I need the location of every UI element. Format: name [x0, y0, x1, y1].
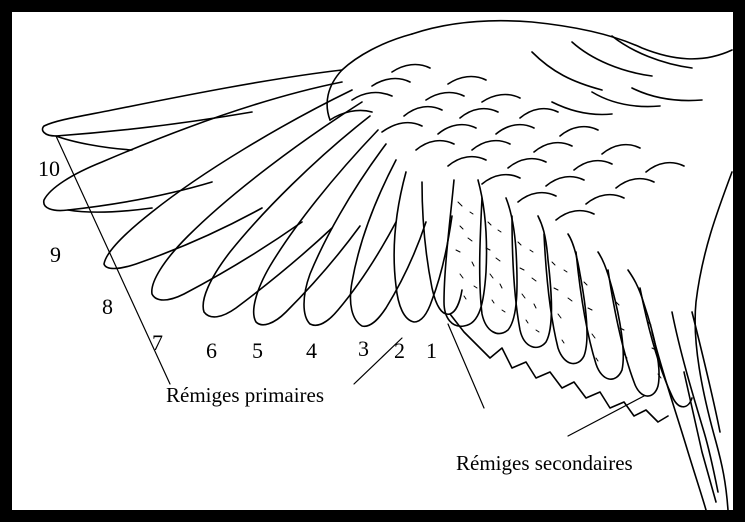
primary-feather-3 [350, 160, 426, 326]
feather-number: 2 [394, 338, 405, 363]
wing-drawing: 10 9 8 7 6 5 4 3 2 1 Rémiges primaires R… [12, 12, 733, 510]
secondary-feather [640, 288, 692, 407]
feather-number: 3 [358, 336, 369, 361]
feather-number: 9 [50, 242, 61, 267]
secondary-feather [512, 216, 552, 347]
secondaries-label: Rémiges secondaires [456, 451, 633, 475]
primaries-label: Rémiges primaires [166, 383, 324, 407]
primary-feather-7 [152, 102, 362, 300]
feather-number: 4 [306, 338, 317, 363]
feather-number: 6 [206, 338, 217, 363]
wing-outline [43, 21, 733, 510]
leader-line-secondaries-1 [448, 324, 484, 408]
primary-feather-1 [422, 182, 462, 314]
primary-feather-5 [254, 130, 378, 325]
wing-diagram: 10 9 8 7 6 5 4 3 2 1 Rémiges primaires R… [12, 12, 733, 510]
primary-feather-6 [203, 116, 370, 317]
feather-number: 1 [426, 338, 437, 363]
feather-numbers: 10 9 8 7 6 5 4 3 2 1 [38, 156, 437, 363]
feather-number: 7 [152, 330, 163, 355]
feather-number: 10 [38, 156, 60, 181]
feather-number: 8 [102, 294, 113, 319]
feather-number: 5 [252, 338, 263, 363]
